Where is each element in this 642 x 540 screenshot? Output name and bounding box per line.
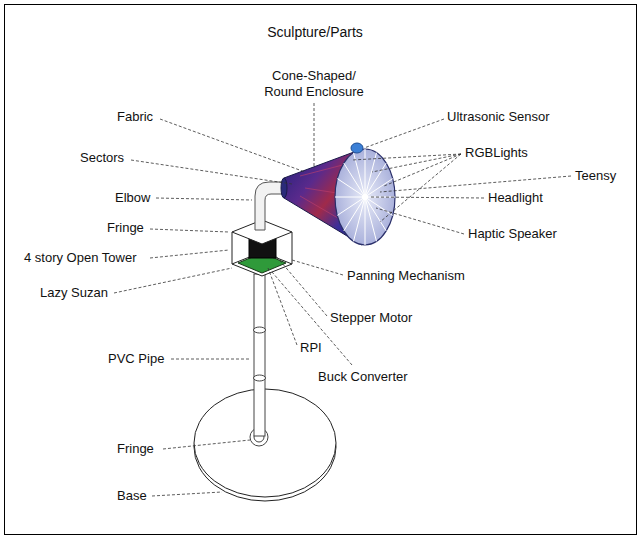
headlight <box>362 194 368 200</box>
part-label: Haptic Speaker <box>468 226 557 242</box>
cone-tip <box>281 178 287 198</box>
part-label: Headlight <box>488 190 543 206</box>
face-spoke <box>335 197 365 198</box>
part-label: Lazy Suzan <box>40 285 108 301</box>
face-spoke <box>344 197 365 231</box>
leader-line <box>292 260 343 275</box>
ultrasonic-sensor <box>351 143 363 153</box>
part-label: Cone-Shaped/ Round Enclosure <box>258 68 370 100</box>
face-spoke <box>365 197 366 245</box>
tower-post <box>292 232 293 264</box>
leader-line <box>114 268 232 293</box>
part-label: 4 story Open Tower <box>24 250 136 266</box>
frame-border <box>5 5 637 535</box>
face-spoke <box>365 149 366 197</box>
leader-line <box>370 197 484 198</box>
part-label: Fringe <box>117 441 154 457</box>
face-spoke <box>365 197 386 231</box>
pipe-coupling <box>254 327 266 333</box>
leader-line <box>376 208 464 234</box>
leader-line <box>171 359 250 360</box>
part-label: Sectors <box>80 150 124 166</box>
part-label: Teensy <box>575 168 616 184</box>
part-label: Buck Converter <box>318 369 408 385</box>
part-label: RPI <box>300 340 322 356</box>
pvc-pipe <box>254 274 265 436</box>
leader-line <box>150 229 229 232</box>
part-label: Base <box>117 488 147 504</box>
part-label: Stepper Motor <box>330 310 412 326</box>
leader-line <box>384 154 461 186</box>
face-spoke <box>337 197 365 215</box>
leader-line <box>276 256 327 316</box>
face-spoke <box>365 197 377 241</box>
part-label: Fabric <box>117 109 153 125</box>
face-spoke <box>365 163 386 197</box>
leader-line <box>364 119 444 148</box>
leader-line <box>160 119 305 172</box>
leader-line <box>150 250 229 258</box>
cone-face <box>335 149 395 245</box>
leader-line <box>156 198 252 200</box>
leader-line <box>163 440 250 449</box>
part-label: RGBLights <box>465 145 528 161</box>
leader-line <box>268 268 297 345</box>
face-spoke <box>365 197 395 198</box>
leader-line <box>380 176 571 192</box>
leader-line <box>152 492 222 496</box>
diagram-title: Sculpture/Parts <box>267 23 363 41</box>
face-spokes <box>335 149 395 245</box>
leader-line <box>314 103 315 166</box>
tower-post <box>232 232 233 264</box>
part-label: PVC Pipe <box>108 351 164 367</box>
face-spoke <box>365 179 393 197</box>
part-label: Fringe <box>107 220 144 236</box>
leader-lines <box>114 103 571 496</box>
part-label: Panning Mechanism <box>347 268 465 284</box>
part-label: Ultrasonic Sensor <box>447 109 550 125</box>
part-label: Elbow <box>115 190 150 206</box>
leader-line <box>372 154 461 172</box>
leader-line <box>131 160 292 184</box>
leader-line <box>380 154 461 222</box>
face-spoke <box>344 163 365 197</box>
pipe-coupling <box>254 375 266 381</box>
